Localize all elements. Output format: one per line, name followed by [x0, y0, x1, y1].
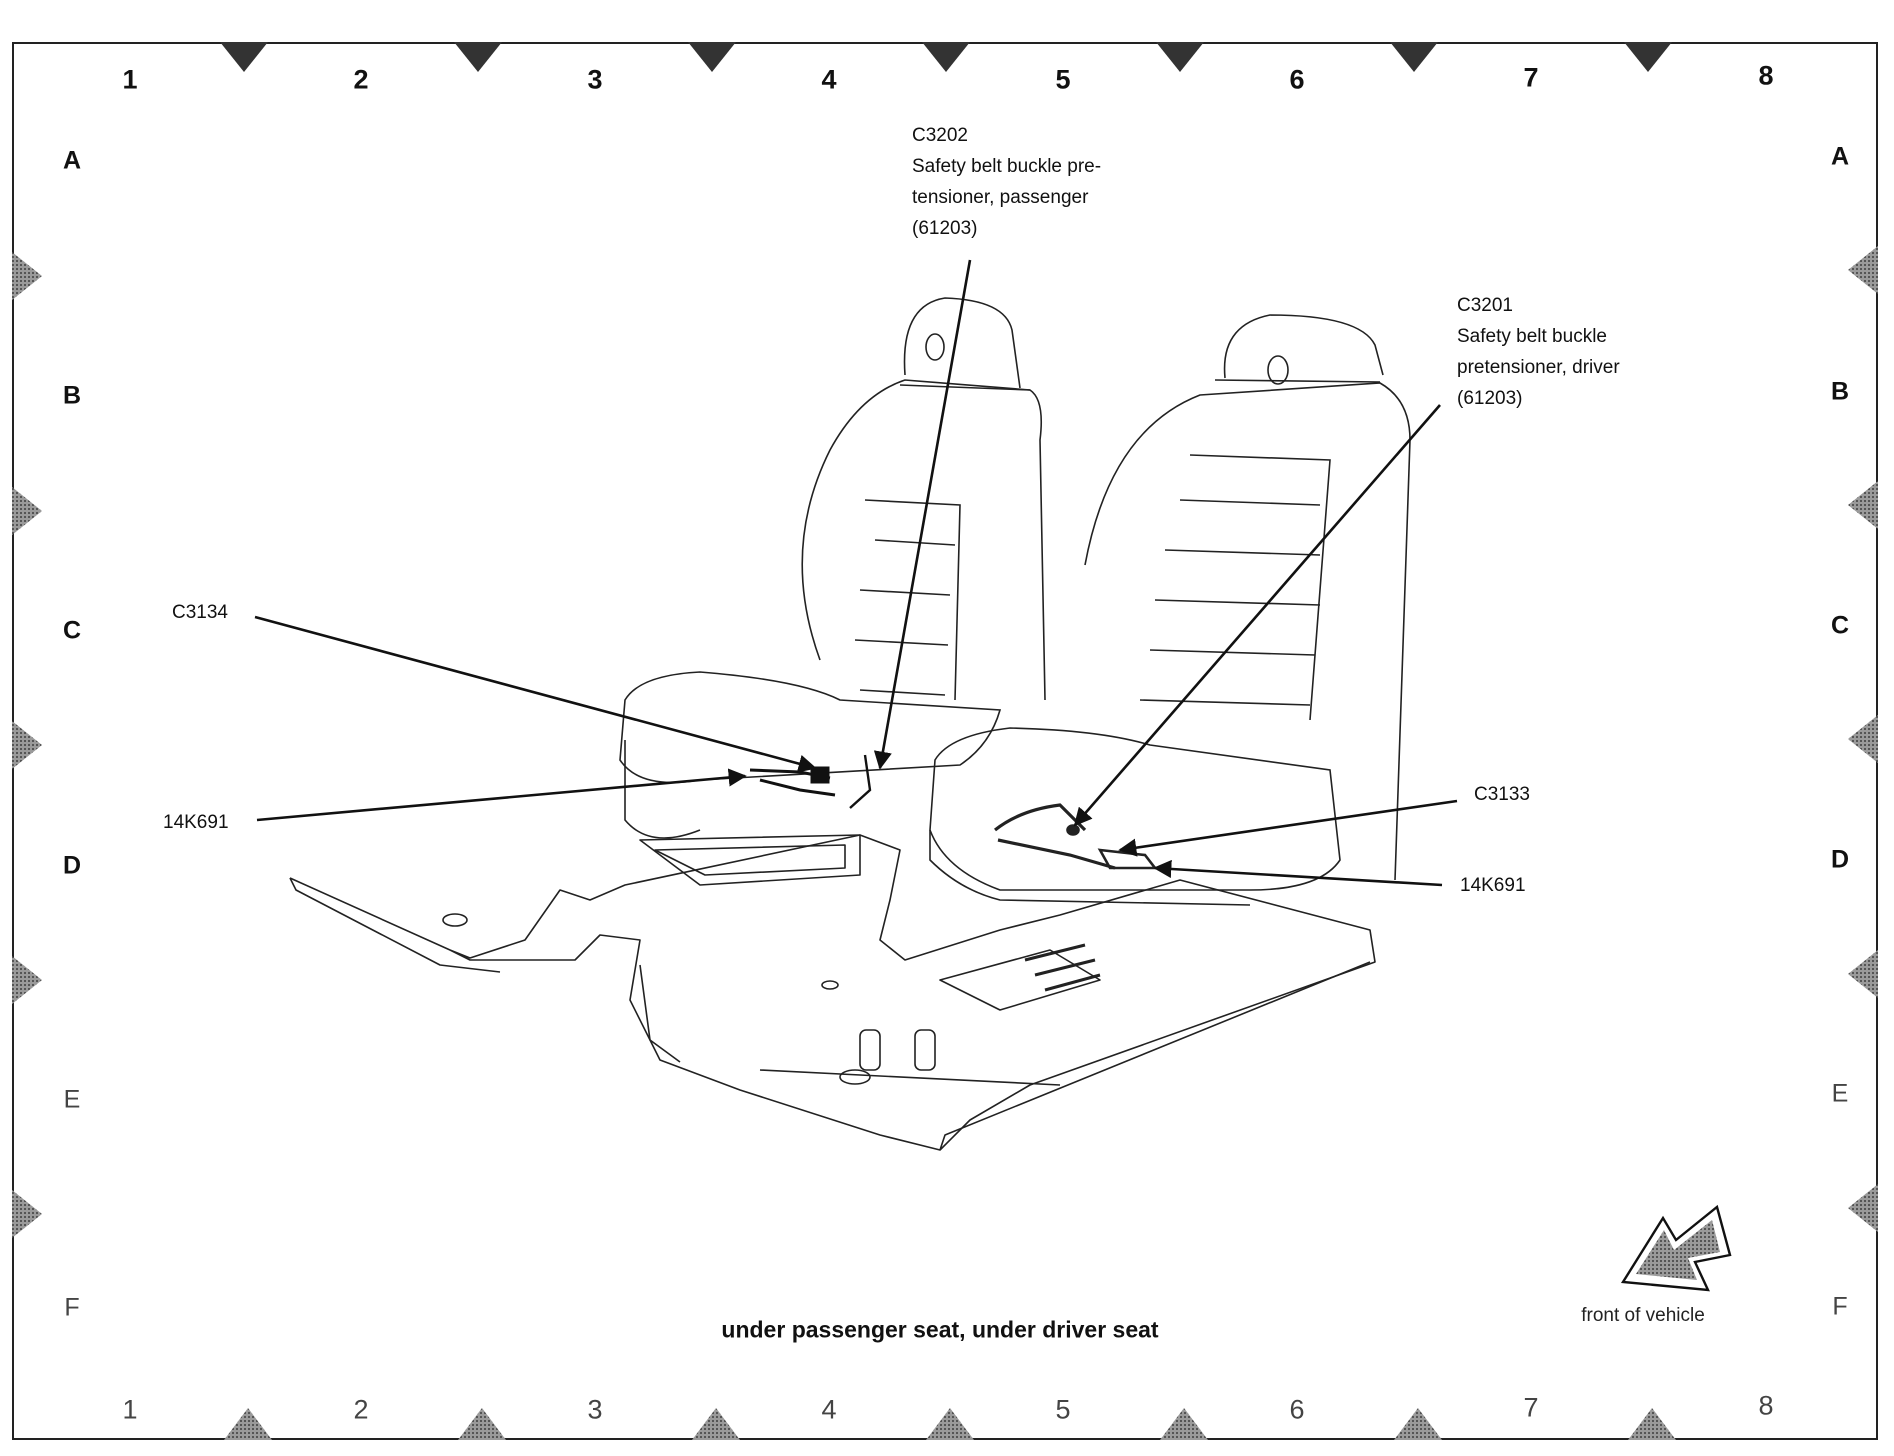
grid-row-label: A — [62, 146, 82, 175]
callout-leader-lines — [254, 259, 1458, 887]
grid-row-label: C — [62, 616, 82, 645]
callout-c3201-id: C3201 — [1457, 295, 1513, 316]
leader-14k691-right — [1153, 859, 1443, 887]
grid-column-label: 3 — [587, 64, 603, 95]
callout-c3201: C3201 Safety belt buckle pretensioner, d… — [1457, 290, 1620, 414]
leader-c3202 — [873, 259, 972, 770]
grid-column-label-bottom: 6 — [1289, 1394, 1305, 1425]
diagram-caption: under passenger seat, under driver seat — [721, 1316, 1159, 1343]
grid-column-label-bottom: 1 — [122, 1394, 138, 1425]
callout-14k691-right: 14K691 — [1460, 875, 1526, 896]
grid-column-label-bottom: 3 — [587, 1394, 603, 1425]
grid-row-label: B — [62, 381, 82, 410]
callout-c3202-part-number: (61203) — [912, 218, 978, 239]
callout-14k691-left: 14K691 — [163, 812, 229, 833]
grid-row-label-right: E — [1831, 1079, 1849, 1108]
callout-c3202-desc-2: tensioner, passenger — [912, 187, 1089, 208]
grid-row-label-right: F — [1832, 1292, 1848, 1321]
callout-c3201-desc-2: pretensioner, driver — [1457, 357, 1620, 378]
passenger-seat-illustration — [619, 297, 1046, 839]
grid-column-label-bottom: 5 — [1055, 1394, 1071, 1425]
callout-c3202-id: C3202 — [912, 125, 968, 146]
grid-column-label-bottom: 8 — [1758, 1390, 1774, 1421]
grid-column-label: 5 — [1055, 64, 1071, 95]
grid-marker-top — [220, 42, 1672, 72]
grid-column-label-bottom: 4 — [821, 1394, 837, 1425]
grid-row-label: F — [64, 1293, 80, 1322]
grid-row-label: E — [63, 1085, 81, 1114]
grid-column-label-bottom: 2 — [353, 1394, 369, 1425]
leader-c3201 — [1073, 404, 1441, 827]
grid-column-label: 4 — [821, 64, 837, 95]
grid-column-label: 1 — [122, 64, 138, 95]
grid-row-label-right: D — [1830, 845, 1850, 874]
grid-column-label: 7 — [1523, 62, 1539, 93]
grid-marker-bottom — [224, 1408, 1676, 1440]
driver-seat-illustration — [929, 314, 1411, 906]
callout-c3202-desc-1: Safety belt buckle pre- — [912, 156, 1102, 177]
grid-marker-left — [12, 252, 42, 1238]
callout-c3133: C3133 — [1474, 784, 1530, 805]
grid-marker-right — [1848, 246, 1878, 1232]
leader-c3133 — [1118, 799, 1458, 857]
passenger-harness-illustration — [749, 754, 872, 809]
callout-c3202: C3202 Safety belt buckle pre- tensioner,… — [912, 120, 1101, 244]
callout-c3134: C3134 — [172, 602, 228, 623]
grid-row-label: D — [62, 851, 82, 880]
grid-column-label: 2 — [353, 64, 369, 95]
front-of-vehicle-arrow-icon — [1620, 1204, 1732, 1292]
grid-row-label-right: B — [1830, 377, 1850, 406]
grid-column-label: 6 — [1289, 64, 1305, 95]
leader-14k691-left — [256, 768, 747, 822]
floor-pan-illustration — [289, 834, 1376, 1151]
grid-row-label-right: A — [1830, 142, 1850, 171]
leader-c3134 — [254, 615, 817, 773]
callout-c3201-desc-1: Safety belt buckle — [1457, 326, 1607, 347]
grid-row-label-right: C — [1830, 611, 1850, 640]
callout-c3201-part-number: (61203) — [1457, 388, 1523, 409]
front-of-vehicle-label: front of vehicle — [1581, 1305, 1705, 1326]
grid-column-label-bottom: 7 — [1523, 1392, 1539, 1423]
grid-column-label: 8 — [1758, 60, 1774, 91]
